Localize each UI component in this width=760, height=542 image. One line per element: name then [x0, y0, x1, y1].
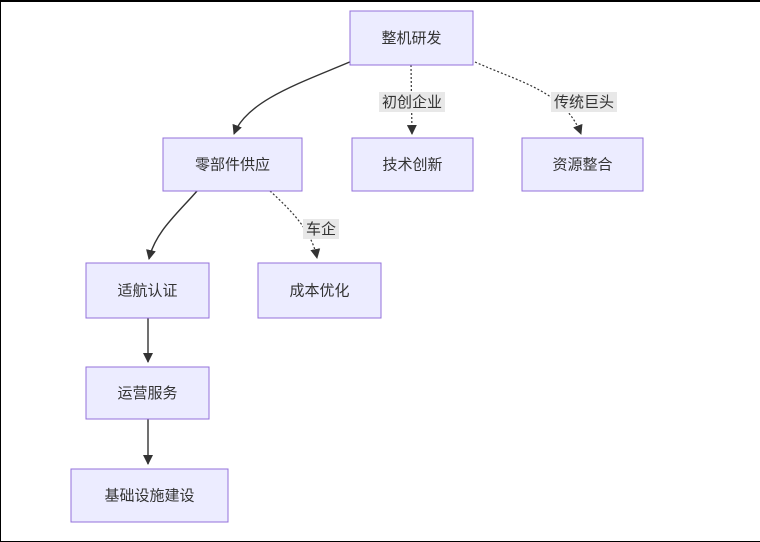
node-tech-innovation: 技术创新: [351, 137, 474, 192]
node-box: [521, 137, 644, 192]
node-label: 运营服务: [117, 384, 177, 402]
node-label: 适航认证: [117, 282, 177, 300]
node-whole-machine-rd: 整机研发: [349, 10, 474, 66]
node-cost-optimization: 成本优化: [257, 262, 382, 319]
edge-label-bg: [379, 92, 445, 112]
edge-label-layer: 初创企业 传统巨头 车企: [303, 92, 617, 239]
edge-partssupply-costoptimization: [269, 190, 321, 259]
frame-border-top: [0, 0, 760, 2]
edge-wholemachine-resourceintegration: [474, 61, 583, 135]
node-label: 整机研发: [381, 29, 441, 47]
edge-layer: [143, 60, 583, 465]
node-operation-service: 运营服务: [85, 366, 210, 420]
node-label: 资源整合: [552, 156, 612, 174]
edge-label-text: 初创企业: [382, 93, 442, 111]
edge-label-car-companies: 车企: [303, 219, 339, 239]
edge-label-traditional-giants: 传统巨头: [551, 92, 617, 112]
node-label: 零部件供应: [195, 156, 270, 174]
node-infrastructure: 基础设施建设: [70, 468, 229, 523]
node-box: [85, 366, 210, 420]
edge-label-startups: 初创企业: [379, 92, 445, 112]
node-parts-supply: 零部件供应: [162, 137, 303, 192]
node-label: 基础设施建设: [104, 487, 194, 505]
node-label: 成本优化: [289, 282, 349, 300]
node-box: [349, 10, 474, 66]
frame-border-left: [0, 0, 1, 542]
node-airworthiness-cert: 适航认证: [85, 262, 210, 319]
node-label: 技术创新: [382, 156, 442, 174]
node-box: [70, 468, 229, 523]
node-box: [162, 137, 303, 192]
node-box: [351, 137, 474, 192]
edge-wholemachine-techinnovation: [406, 64, 417, 135]
node-box: [85, 262, 210, 319]
edge-label-text: 传统巨头: [554, 93, 614, 111]
edge-label-text: 车企: [306, 220, 336, 238]
edge-partssupply-airworthiness: [146, 190, 198, 260]
edge-label-bg: [303, 219, 339, 239]
node-box: [257, 262, 382, 319]
node-resource-integration: 资源整合: [521, 137, 644, 192]
edge-wholemachine-partssupply: [232, 60, 353, 135]
node-layer: 整机研发 零部件供应 技术创新 资源整合 适航认证 成本优化: [70, 10, 644, 523]
edge-label-bg: [551, 92, 617, 112]
